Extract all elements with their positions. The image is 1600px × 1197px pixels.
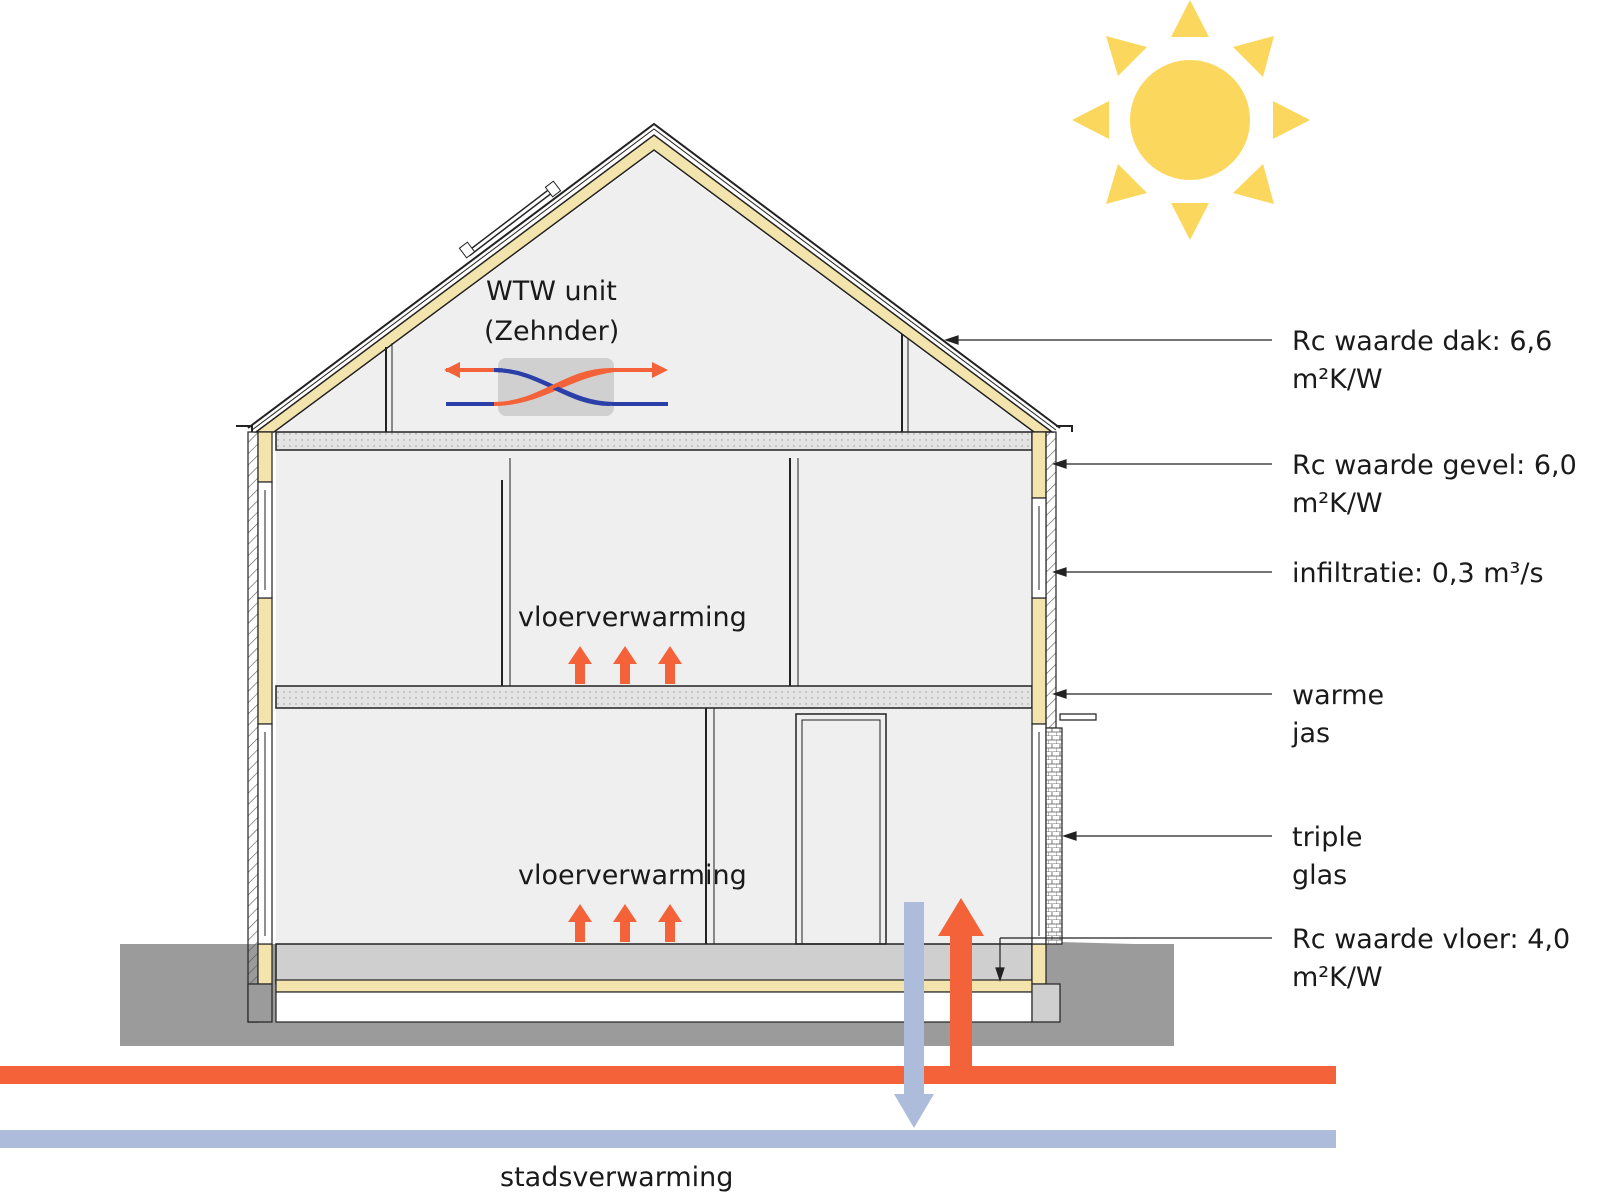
glazing-line1: triple	[1292, 822, 1362, 853]
house-section	[236, 122, 1097, 1023]
first-floor-space	[276, 450, 1032, 686]
leader-lines	[944, 335, 1272, 982]
glazing-line2: glas	[1292, 860, 1347, 891]
floor-heating-upper-label: vloerverwarming	[518, 602, 747, 633]
infiltration-label: infiltratie: 0,3 m³/s	[1292, 558, 1544, 589]
floor-heating-lower-label: vloerverwarming	[518, 860, 747, 891]
wtw-unit	[444, 358, 668, 416]
roof-rc-line1: Rc waarde dak: 6,6	[1292, 326, 1552, 357]
wtw-title-line1: WTW unit	[486, 276, 617, 307]
floor-rc-line2: m²K/W	[1292, 962, 1383, 993]
facade-rc-line1: Rc waarde gevel: 6,0	[1292, 450, 1577, 481]
heat-arrows-lower	[568, 904, 682, 942]
heat-arrows-upper	[568, 646, 682, 684]
insulation-line1: warme	[1292, 680, 1384, 711]
attic-slab	[275, 431, 1033, 451]
ground-right-slope	[1060, 942, 1174, 1046]
left-wall	[247, 431, 273, 1023]
return-arrow	[894, 902, 934, 1128]
floor-rc-line1: Rc waarde vloer: 4,0	[1292, 924, 1570, 955]
facade-rc-line2: m²K/W	[1292, 488, 1383, 519]
attic-space	[276, 152, 1032, 432]
district-heating-label: stadsverwarming	[500, 1162, 733, 1192]
right-wall	[1031, 431, 1097, 1023]
roof-rc-line2: m²K/W	[1292, 364, 1383, 395]
supply-pipe	[0, 1066, 1336, 1084]
insulation-line2: jas	[1291, 718, 1330, 749]
wtw-title-line2: (Zehnder)	[484, 316, 619, 347]
first-floor-slab	[275, 685, 1033, 709]
supply-arrow	[938, 898, 984, 1070]
return-pipe	[0, 1130, 1336, 1148]
sun-icon	[1072, 0, 1310, 240]
